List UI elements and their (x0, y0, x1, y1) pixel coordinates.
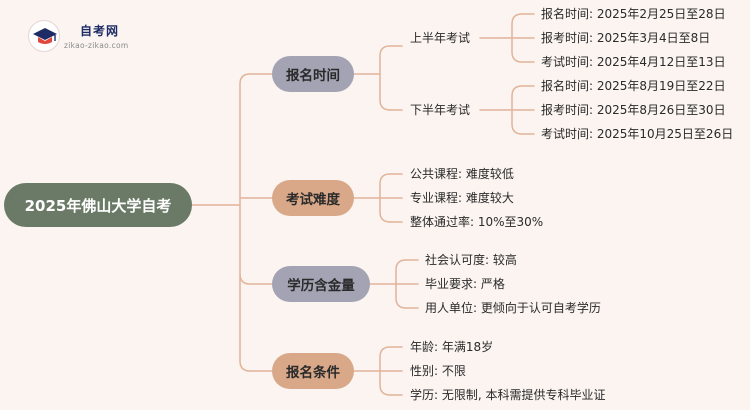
leaf-text: 专业课程: 难度较大 (410, 191, 514, 205)
leaf-text: 毕业要求: 严格 (425, 277, 505, 291)
leaf-text: 考试时间: 2025年10月25日至26日 (541, 127, 734, 141)
leaf-text: 报名时间: 2025年2月25日至28日 (541, 7, 726, 21)
root-node: 2025年佛山大学自考 (4, 183, 192, 227)
leaf-text: 报考时间: 2025年3月4日至8日 (541, 31, 711, 45)
leaf-text: 社会认可度: 较高 (425, 253, 517, 267)
link-trunk (239, 73, 251, 372)
branch-requirements: 报名条件 (272, 353, 354, 389)
logo-url-text: zikao-zikao.com (64, 41, 129, 50)
group-first-half: 上半年考试 (410, 31, 471, 45)
graduation-cap-icon (33, 28, 57, 44)
leaf-text: 性别: 不限 (410, 364, 466, 378)
branch-exam-difficulty: 考试难度 (272, 180, 354, 216)
leaf-text: 整体通过率: 10%至30% (410, 215, 544, 229)
logo-brand-text: 自考网 (80, 24, 120, 38)
leaf-text: 用人单位: 更倾向于认可自考学历 (425, 301, 601, 315)
branch-degree-value: 学历含金量 (272, 266, 370, 302)
branch-registration-time: 报名时间 (272, 56, 354, 92)
leaf-text: 公共课程: 难度较低 (410, 167, 514, 181)
leaf-text: 年龄: 年满18岁 (410, 340, 494, 354)
link-b1-vert (379, 45, 391, 111)
site-logo[interactable]: 自考网 zikao-zikao.com (28, 18, 148, 52)
leaf-text: 报考时间: 2025年8月26日至30日 (541, 103, 726, 117)
leaf-text: 考试时间: 2025年4月12日至13日 (541, 55, 726, 69)
leaf-text: 学历: 无限制, 本科需提供专科毕业证 (410, 388, 606, 402)
link-branch-3 (239, 273, 273, 285)
group-second-half: 下半年考试 (410, 103, 471, 117)
leaf-text: 报名时间: 2025年8月19日至22日 (541, 79, 726, 93)
